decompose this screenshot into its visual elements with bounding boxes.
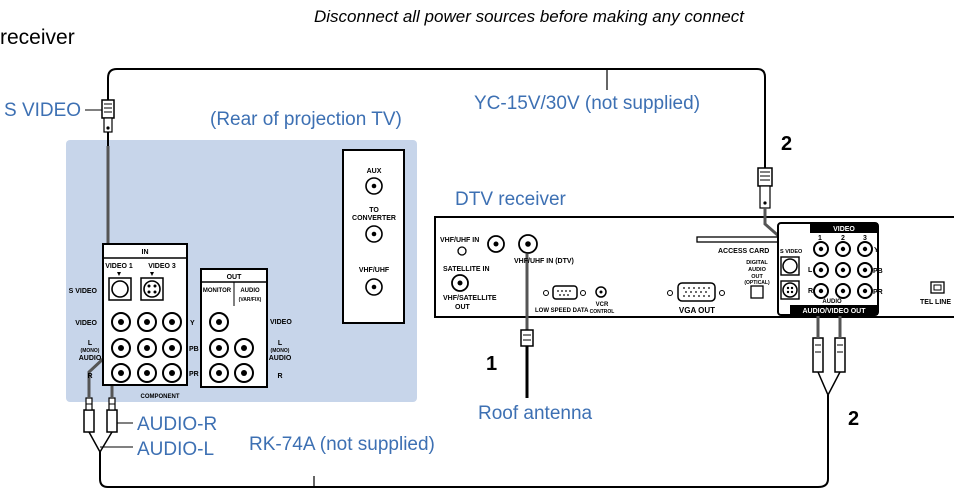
rx-control-label: CONTROL xyxy=(590,309,615,315)
rx-tel-line-label: TEL LINE xyxy=(920,299,951,306)
section-fragment: receiver xyxy=(0,26,75,49)
tv-var-fix-label: (VAR/FIX) xyxy=(239,297,262,303)
tv-aux-label: AUX xyxy=(367,168,382,175)
tv-to-label: TO xyxy=(369,207,379,214)
rx-access-card-label: ACCESS CARD xyxy=(718,248,769,255)
rx-audio-mid-label: AUDIO xyxy=(822,299,842,305)
rx-vcr-label: VCR xyxy=(596,302,609,308)
rear-of-tv-label: (Rear of projection TV) xyxy=(210,109,402,130)
tv-out-l-label: L xyxy=(278,340,283,347)
rx-pb-label: PB xyxy=(873,268,883,275)
audio-plug-left-r xyxy=(106,397,118,433)
rx-col3-label: 3 xyxy=(863,235,867,242)
rx-pr-label: PR xyxy=(873,289,883,296)
s-video-plug-right xyxy=(757,167,773,209)
rx-vga-out-label: VGA OUT xyxy=(679,306,715,315)
tv-vhf-uhf-label: VHF/UHF xyxy=(359,267,390,274)
rx-optical-out-label: OUT xyxy=(751,274,763,280)
dtv-receiver-label: DTV receiver xyxy=(455,189,566,210)
step-1-number: 1 xyxy=(486,353,498,375)
tv-mono-label: (MONO) xyxy=(81,348,100,354)
rx-vhf-satellite-label: VHF/SATELLITE xyxy=(443,295,497,302)
tv-audio-label: AUDIO xyxy=(79,355,102,362)
rx-digital-label: DIGITAL xyxy=(746,260,768,266)
rk-cable-line xyxy=(99,395,829,488)
s-video-label: S VIDEO xyxy=(4,100,82,121)
tv-out-header: OUT xyxy=(227,274,243,281)
tv-y-label: Y xyxy=(190,320,195,327)
rx-out-label: OUT xyxy=(455,304,471,311)
rx-av-out-label: AUDIO/VIDEO OUT xyxy=(802,308,866,315)
audio-plug-left-l xyxy=(83,397,95,433)
s-video-plug-left xyxy=(101,99,115,146)
tv-video1-label: VIDEO 1 xyxy=(105,263,133,270)
rx-r-label: R xyxy=(808,288,813,295)
tv-svideo-label: S VIDEO xyxy=(69,288,98,295)
antenna-cable xyxy=(520,254,534,398)
rx-satellite-in-label: SATELLITE IN xyxy=(443,266,490,273)
audio-l-label: AUDIO-L xyxy=(137,439,215,460)
tv-converter-label: CONVERTER xyxy=(352,215,396,222)
tv-pb-label: PB xyxy=(189,346,199,353)
audio-plug-right-l xyxy=(812,337,824,373)
tv-component-label: COMPONENT xyxy=(141,394,180,400)
yc-cable-line xyxy=(107,68,766,168)
tv-r-label: R xyxy=(87,373,92,380)
tv-pr-label: PR xyxy=(189,371,199,378)
rx-vhf-uhf-in-label: VHF/UHF IN xyxy=(440,237,479,244)
rx-video-header: VIDEO xyxy=(833,226,855,233)
rx-digital-audio-label: AUDIO xyxy=(748,267,766,273)
tv-monitor-label: MONITOR xyxy=(203,288,232,294)
tv-out-audio-label: AUDIO xyxy=(269,355,292,362)
rx-l-label: L xyxy=(808,267,813,274)
caution-text: Disconnect all power sources before maki… xyxy=(314,7,744,26)
tv-in-header: IN xyxy=(142,249,149,256)
roof-antenna-label: Roof antenna xyxy=(478,403,593,424)
tv-video-label: VIDEO xyxy=(75,320,97,327)
rx-y-label: Y xyxy=(874,247,879,254)
rk-cable-label: RK-74A (not supplied) xyxy=(249,434,435,455)
rx-svideo-label: S VIDEO xyxy=(780,249,803,255)
audio-plug-right-r xyxy=(834,337,846,373)
rx-low-speed-label: LOW SPEED DATA xyxy=(535,308,589,314)
tv-out-video-label: VIDEO xyxy=(270,319,292,326)
step-2-bottom-number: 2 xyxy=(848,408,860,430)
tv-out-r-label: R xyxy=(277,373,282,380)
tv-audio-var-label: AUDIO xyxy=(240,288,260,294)
rx-optical-label: (OPTICAL) xyxy=(744,280,770,286)
rx-vhf-uhf-dtv-label: VHF/UHF IN (DTV) xyxy=(514,258,574,265)
tv-out-mono-label: (MONO) xyxy=(271,348,290,354)
step-2-top-number: 2 xyxy=(781,133,793,155)
tv-video3-label: VIDEO 3 xyxy=(148,263,176,270)
rx-col2-label: 2 xyxy=(841,235,845,242)
tv-l-label: L xyxy=(88,340,93,347)
yc-cable-label: YC-15V/30V (not supplied) xyxy=(474,93,701,114)
rx-col1-label: 1 xyxy=(818,235,822,242)
audio-r-label: AUDIO-R xyxy=(137,414,218,435)
